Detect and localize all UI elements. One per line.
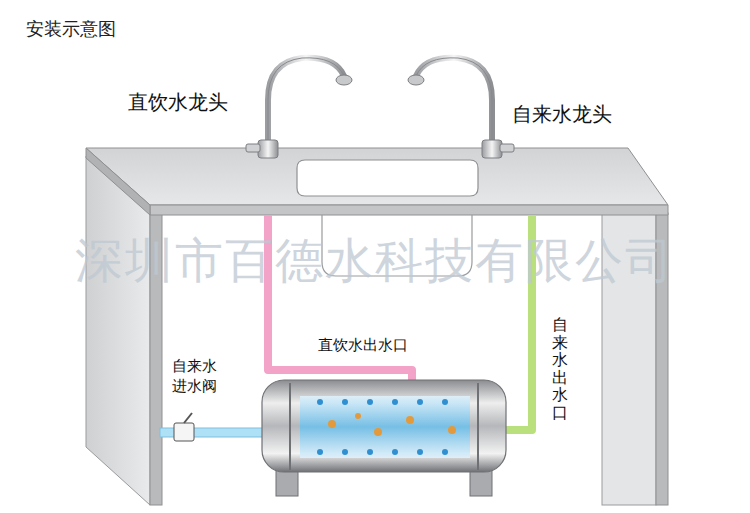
faucet-label: 自来水龙头 (512, 102, 612, 126)
valve-label: 自来水 进水阀 (172, 356, 220, 397)
watermark: 深圳市百德水科技有限公司 (75, 232, 675, 290)
outlet-label-vertical: 自来水出水口 (552, 316, 568, 422)
outlet-label: 直饮水出水口 (318, 336, 408, 354)
faucet-label: 直饮水龙头 (128, 90, 228, 114)
diagram-title: 安装示意图 (26, 18, 116, 40)
